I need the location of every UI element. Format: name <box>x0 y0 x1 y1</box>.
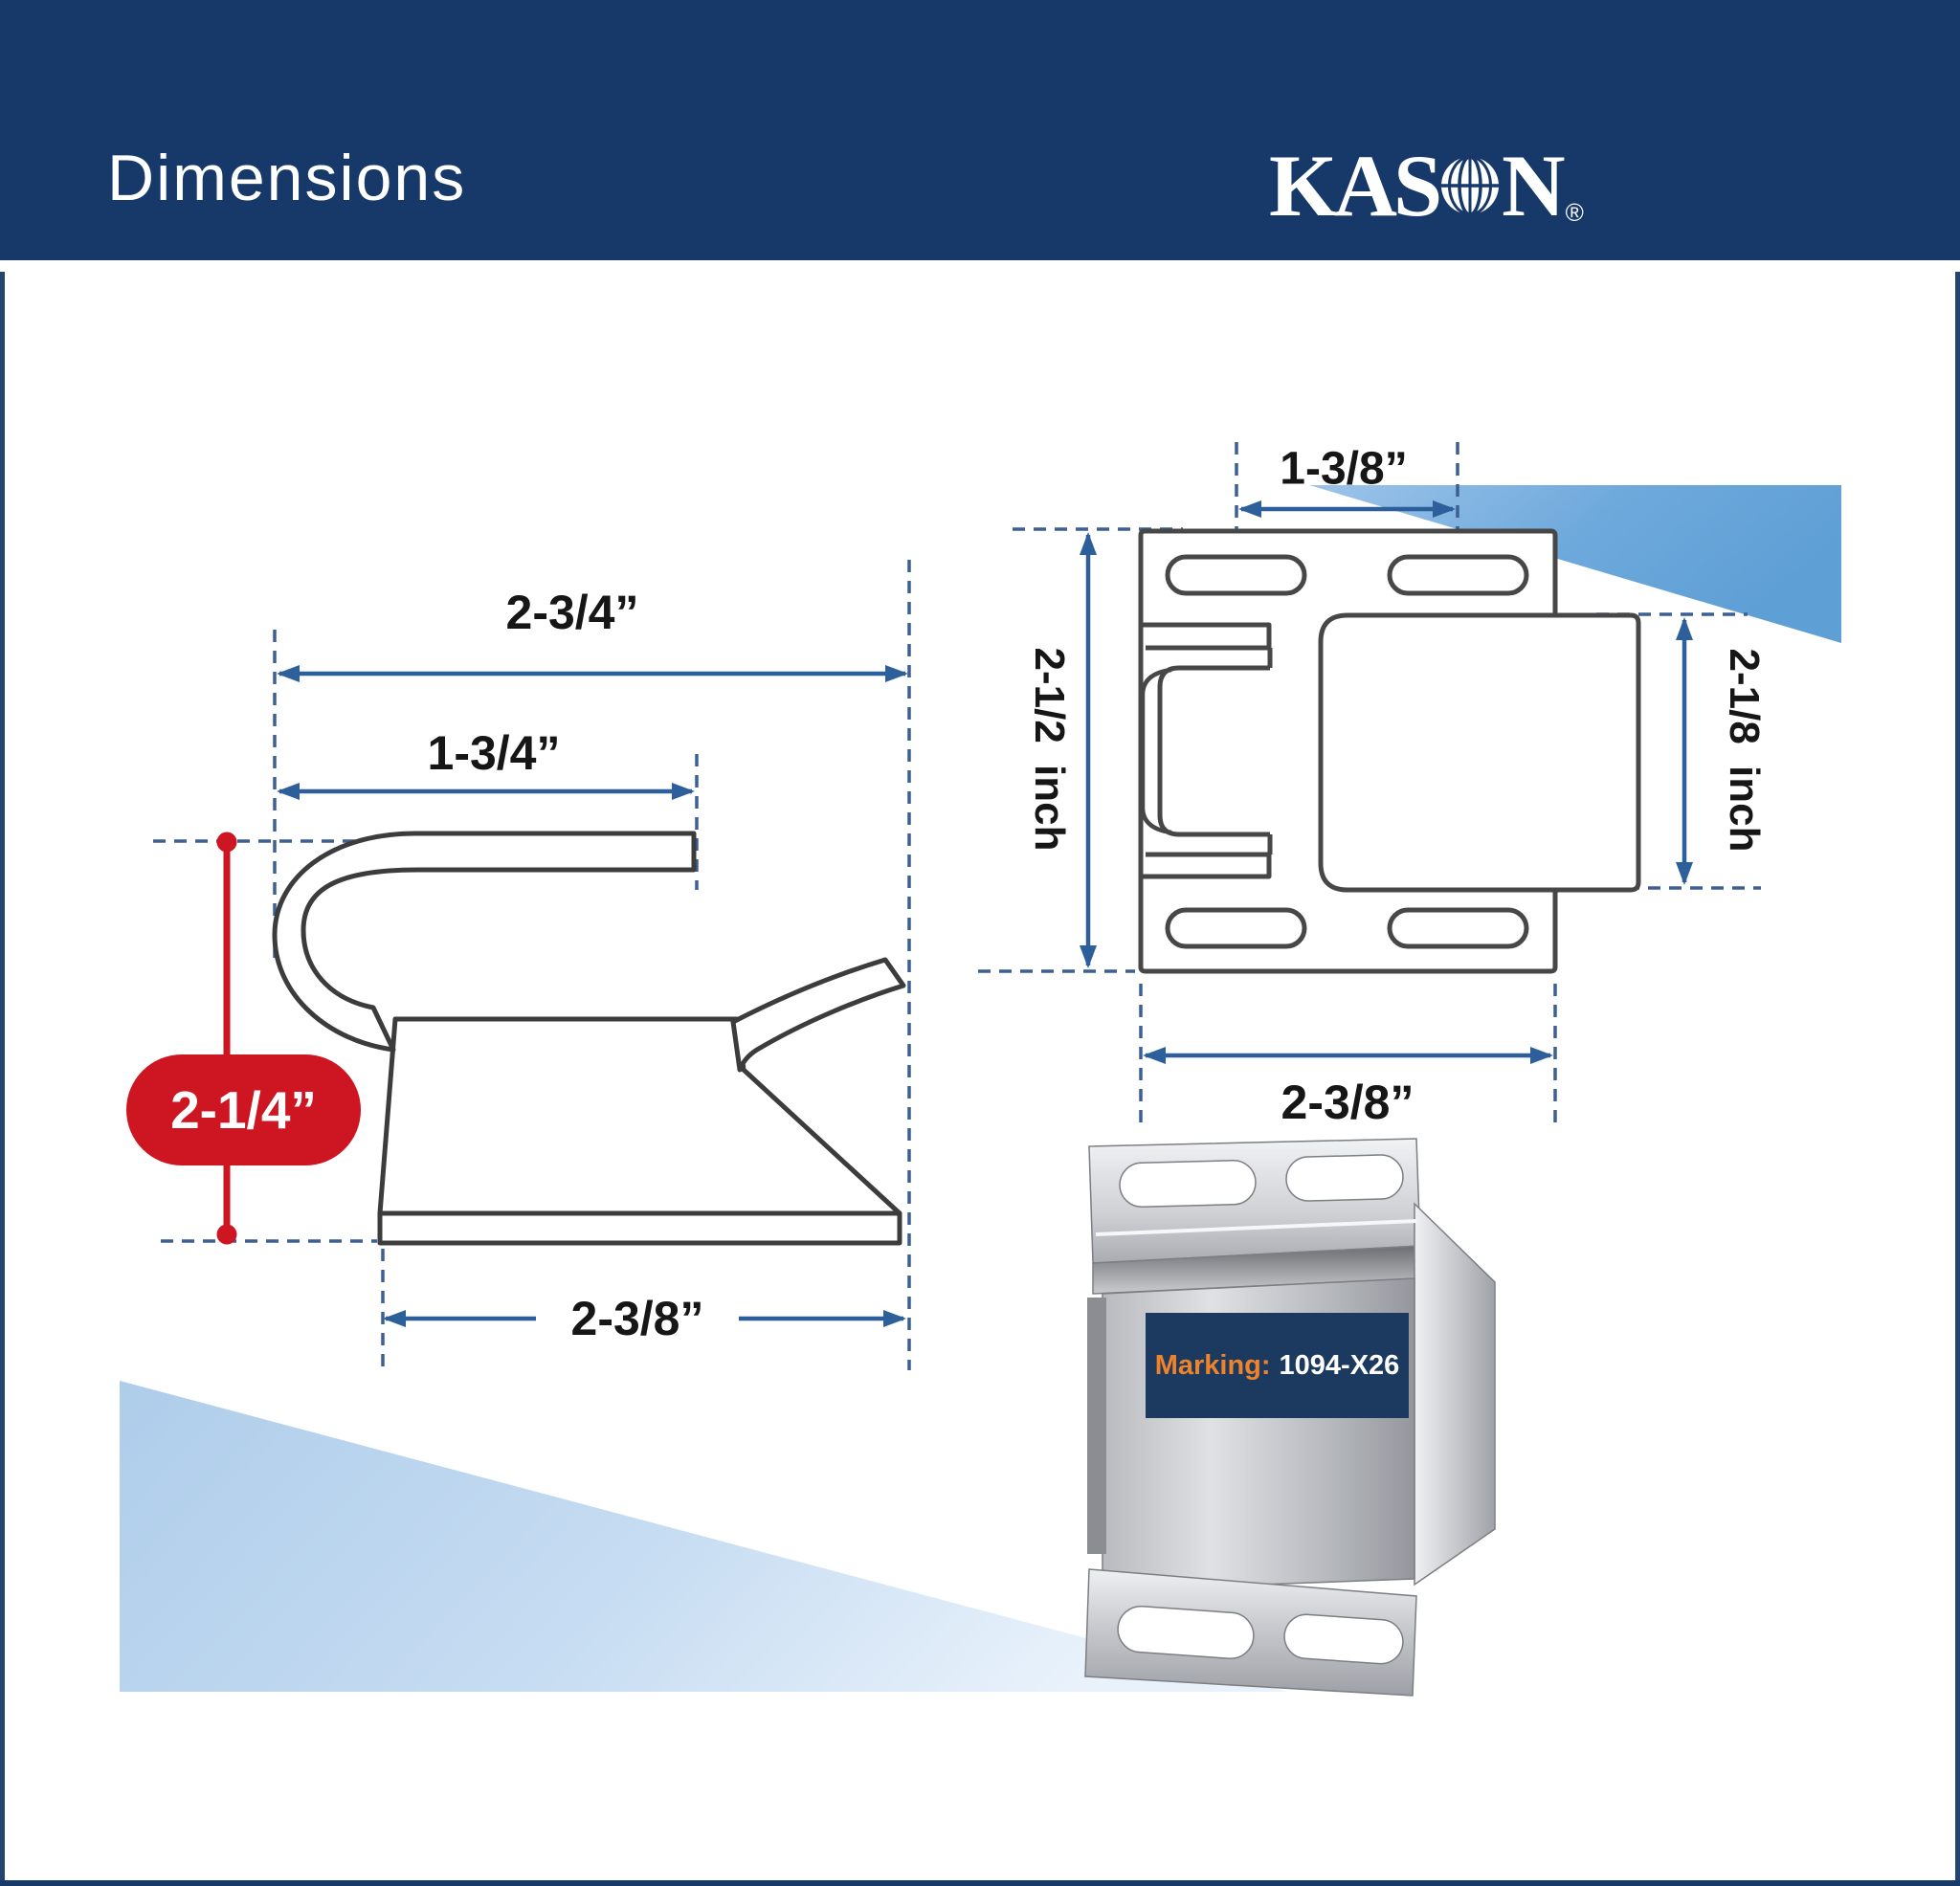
logo-letters-right: N <box>1502 137 1565 234</box>
photo-slot-bottom-left <box>1117 1605 1255 1660</box>
marking-overlay: Marking: 1094-X26 <box>1146 1313 1409 1418</box>
tail-flip <box>730 957 906 1073</box>
slot-top-left <box>1165 554 1307 596</box>
card-border-left <box>0 272 5 1886</box>
photo-slot-top-left <box>1119 1159 1257 1209</box>
fold-bottom <box>1141 852 1272 879</box>
dim-label-base-width-side: 2-3/8” <box>559 1291 716 1346</box>
dim-label-roller-height: 2-1/8 inch <box>1721 648 1768 853</box>
page-title: Dimensions <box>107 142 467 214</box>
logo-letters-left: KAS <box>1269 137 1442 234</box>
slot-bottom-left <box>1165 907 1307 949</box>
marking-label: Marking: <box>1154 1349 1271 1381</box>
header-bar: Dimensions KAS N ® <box>0 0 1960 260</box>
slot-top-right <box>1387 554 1529 596</box>
footer-bar <box>0 1880 1960 1886</box>
kason-logo: KAS N ® <box>1269 142 1584 230</box>
roller-box <box>1318 612 1641 893</box>
photo-right-bracket <box>1414 1202 1496 1586</box>
photo-slot-top-right <box>1285 1154 1404 1202</box>
dim-label-slot-spacing: 1-3/8” <box>1280 443 1408 495</box>
channel-outer <box>1140 667 1172 835</box>
fold-top <box>1141 622 1272 651</box>
registered-mark: ® <box>1565 198 1584 227</box>
dim-label-top-leg: 1-3/4” <box>427 726 561 780</box>
front-view-dimension-arrows <box>1080 500 1693 1064</box>
triangle-bottom-left <box>120 1381 1287 1692</box>
height-dimension-pill: 2-1/4” <box>126 1054 361 1165</box>
card-border-right <box>1955 272 1960 1886</box>
base-wedge <box>377 1016 902 1216</box>
photo-highlight <box>1095 1219 1417 1236</box>
side-view-extension-lines <box>153 560 911 1370</box>
height-dimension-red <box>216 832 237 1245</box>
side-view-part-outline <box>272 831 906 1246</box>
globe-icon <box>1441 155 1500 216</box>
side-view-drawing <box>153 560 911 1370</box>
front-view-drawing <box>978 442 1761 1131</box>
dim-label-height: 2-1/4” <box>170 1080 317 1140</box>
marking-value: 1094-X26 <box>1279 1349 1400 1381</box>
hook-strip <box>272 831 697 1053</box>
photo-slot-bottom-right <box>1283 1613 1404 1665</box>
channel-inner <box>1157 665 1270 837</box>
slot-bottom-right <box>1387 907 1529 949</box>
dim-label-overall-height: 2-1/2 inch <box>1026 647 1073 852</box>
dim-label-overall-width: 2-3/4” <box>505 586 639 639</box>
base-plate <box>377 1210 902 1246</box>
photo-left-edge <box>1087 1298 1106 1554</box>
dim-label-base-width-front: 2-3/8” <box>1281 1076 1414 1129</box>
side-view-dimension-arrows <box>277 665 908 1327</box>
triangle-top-right <box>1309 485 1841 643</box>
front-view-part-outline <box>1138 528 1641 974</box>
